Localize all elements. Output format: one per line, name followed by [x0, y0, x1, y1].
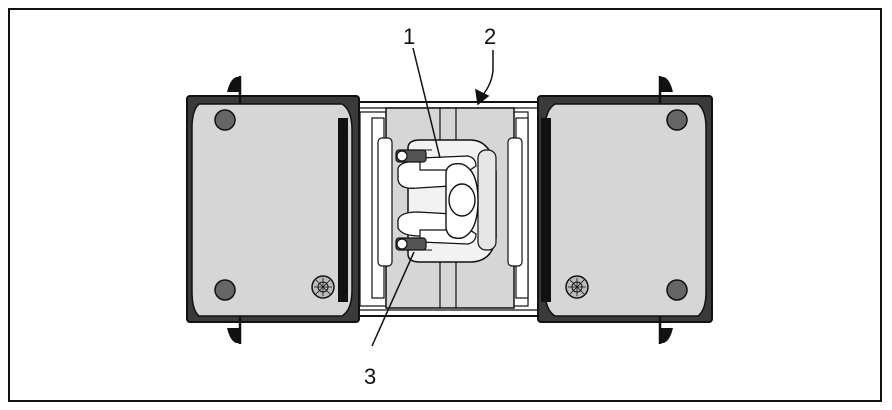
left-track: [186, 76, 360, 344]
operator-figure: [397, 155, 479, 245]
callout-2: 2: [484, 24, 497, 49]
callout-1: 1: [403, 24, 416, 49]
callout-3: 3: [364, 364, 377, 389]
right-control-lever: [395, 237, 432, 251]
left-front-wheel: [214, 109, 236, 131]
right-front-wheel: [666, 109, 688, 131]
leader-3: [371, 251, 415, 347]
left-rear-wheel: [214, 279, 236, 301]
left-control-lever: [395, 149, 432, 163]
right-track: [537, 76, 713, 344]
leader-2: [481, 50, 494, 97]
arrow-2: [475, 88, 490, 106]
right-rear-wheel: [666, 279, 688, 301]
callout-leaders: [371, 47, 494, 347]
leader-1: [412, 47, 441, 159]
